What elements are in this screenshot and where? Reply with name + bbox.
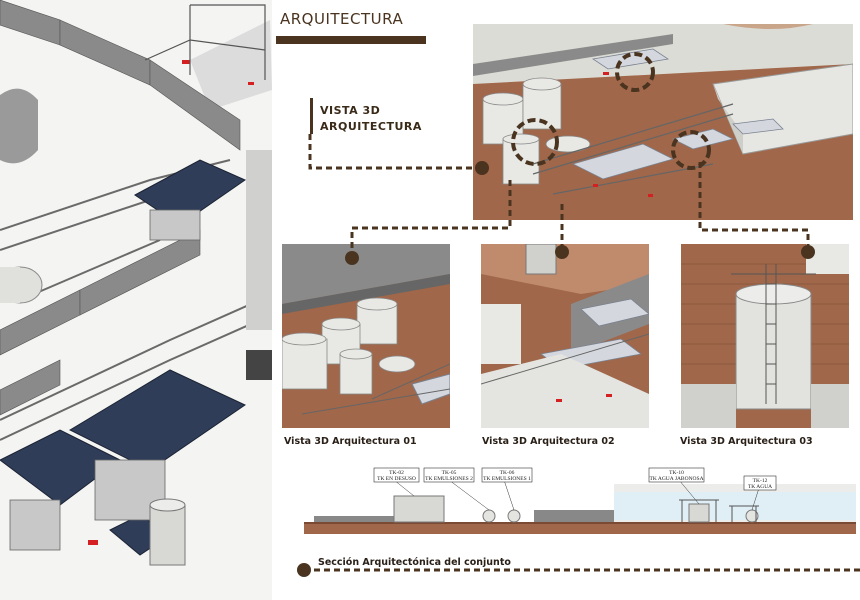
tag-tk05-code: TK-05	[442, 470, 457, 476]
subtitle-accent-bar	[310, 98, 313, 134]
tag-tk06-name: TK EMULSIONES 1	[483, 476, 531, 482]
caption-view-01: Vista 3D Arquitectura 01	[284, 436, 417, 447]
connector-dot-section	[297, 563, 311, 577]
main-aerial-render	[473, 24, 853, 220]
title-underline	[276, 36, 426, 44]
detail-render-03	[681, 244, 849, 428]
subtitle-line-2: ARQUITECTURA	[320, 120, 422, 133]
detail-render-01	[282, 244, 450, 428]
tag-tk10-code: TK-10	[669, 470, 684, 476]
detail-render-02	[481, 244, 649, 428]
subtitle-line-1: VISTA 3D	[320, 104, 381, 117]
tag-tk12-name: TK AGUA	[748, 484, 772, 490]
caption-view-03: Vista 3D Arquitectura 03	[680, 436, 813, 447]
caption-view-02: Vista 3D Arquitectura 02	[482, 436, 615, 447]
section-caption: Sección Arquitectónica del conjunto	[318, 557, 511, 568]
tag-tk06-code: TK-06	[500, 470, 515, 476]
tag-tk05-name: TK EMULSIONES 2	[425, 476, 473, 482]
connector-subtitle-to-main	[308, 134, 482, 170]
tag-tk02-name: TK EN DESUSO	[377, 476, 416, 482]
tag-tk10-name: TK AGUA JABONOSA	[649, 476, 703, 482]
tag-tk02-code: TK-02	[389, 470, 404, 476]
site-section-drawing: TK-02 TK EN DESUSO TK-05 TK EMULSIONES 2…	[304, 466, 856, 540]
page-title: ARQUITECTURA	[280, 10, 404, 28]
isometric-site-render	[0, 0, 272, 600]
tag-tk12-code: TK-12	[753, 478, 768, 484]
